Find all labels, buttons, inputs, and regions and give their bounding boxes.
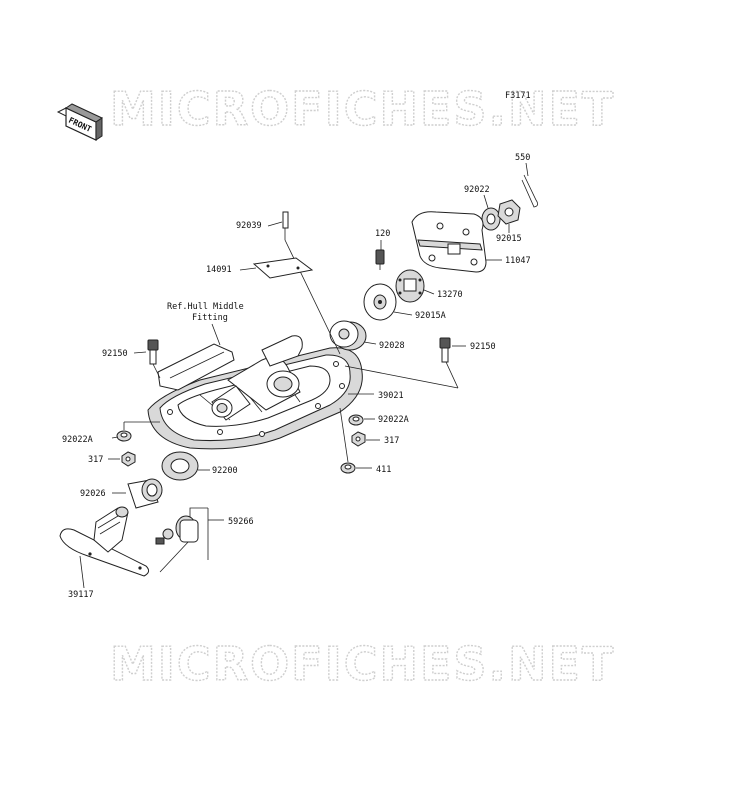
part-39021-label: 39021 <box>378 391 404 401</box>
front-arrow-icon: FRONT <box>56 103 104 141</box>
cover-14091 <box>252 257 314 279</box>
bushing-92028 <box>329 320 367 351</box>
disc-13270 <box>395 269 425 303</box>
screw-120 <box>375 249 385 270</box>
part-14091-label: 14091 <box>206 265 232 275</box>
part-120-label: 120 <box>375 229 390 239</box>
part-59266-label: 59266 <box>228 517 254 527</box>
cotter-pin <box>521 174 538 208</box>
part-317-right-label: 317 <box>384 436 399 446</box>
part-92015a-label: 92015A <box>415 311 446 321</box>
washer-92015a <box>363 283 397 321</box>
part-92015-label: 92015 <box>496 234 522 244</box>
watermark-bottom: MICROFICHES.NET <box>110 637 615 691</box>
part-92150-left-label: 92150 <box>102 349 128 359</box>
reference-note-line1: Ref.Hull Middle <box>167 302 244 312</box>
part-92022a-left-label: 92022A <box>62 435 93 445</box>
part-92039-label: 92039 <box>236 221 262 231</box>
bracket-11047 <box>411 211 487 273</box>
part-92150-right-label: 92150 <box>470 342 496 352</box>
nut-317-right <box>351 431 366 447</box>
watermark-top: MICROFICHES.NET <box>110 82 615 136</box>
part-92028-label: 92028 <box>379 341 405 351</box>
part-550-label: 550 <box>515 153 530 163</box>
reference-note-line2: Fitting <box>192 313 228 323</box>
pin-92039 <box>282 211 289 240</box>
part-13270-label: 13270 <box>437 290 463 300</box>
bolt-92150-right <box>439 337 451 363</box>
bolt-92150-left <box>147 339 159 365</box>
part-92200-label: 92200 <box>212 466 238 476</box>
part-11047-label: 11047 <box>505 256 531 266</box>
ring-92200 <box>161 451 199 481</box>
castle-nut <box>497 199 521 225</box>
washer-411 <box>340 462 356 474</box>
washer-92022a-left <box>116 430 132 442</box>
washer-92022 <box>481 207 501 231</box>
figure-code: F3171 <box>505 91 531 101</box>
nut-317-left <box>121 451 136 467</box>
lever-39117 <box>59 506 150 577</box>
part-92022a-right-label: 92022A <box>378 415 409 425</box>
part-92026-label: 92026 <box>80 489 106 499</box>
hull-middle-fitting <box>157 343 235 391</box>
kit-59266 <box>155 507 208 573</box>
part-317-left-label: 317 <box>88 455 103 465</box>
part-92022-label: 92022 <box>464 185 490 195</box>
part-411-label: 411 <box>376 465 391 475</box>
washer-92022a-right <box>348 414 364 426</box>
bushing-92026 <box>127 478 163 509</box>
hull-plate <box>147 335 363 450</box>
part-39117-label: 39117 <box>68 590 94 600</box>
